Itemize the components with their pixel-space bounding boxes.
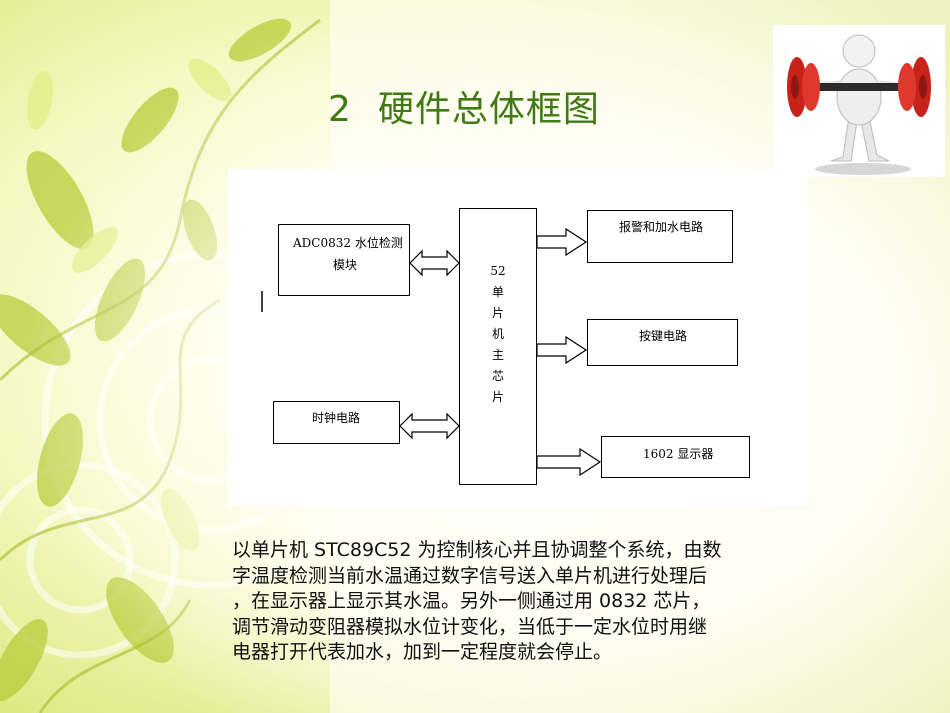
slide-number: 2 bbox=[328, 89, 352, 130]
slide-title: 2 硬件总体框图 bbox=[328, 80, 600, 132]
keys-box: 按键电路 bbox=[587, 319, 738, 366]
alarm-box: 报警和加水电路 bbox=[587, 210, 733, 263]
body-line-5: 电器打开代表加水，加到一定程度就会停止。 bbox=[232, 641, 613, 664]
body-line-3: ，在显示器上显示其水温。另外一侧通过用 0832 芯片， bbox=[232, 590, 711, 613]
body-line-4: 调节滑动变阻器模拟水位计变化，当低于一定水位时用继 bbox=[232, 615, 708, 638]
keys-label: 按键电路 bbox=[639, 329, 688, 343]
adc-module-box: ADC0832 水位检测 模块 bbox=[278, 224, 410, 296]
adc-module-label-line1: ADC0832 水位检测 bbox=[293, 236, 403, 250]
body-line-1: 以单片机 STC89C52 为控制核心并且协调整个系统，由数 bbox=[232, 539, 722, 561]
clock-label: 时钟电路 bbox=[312, 411, 361, 425]
cpu-label: 52 单 片 机 主 芯 片 bbox=[490, 264, 506, 404]
display-label: 1602 显示器 bbox=[643, 447, 714, 461]
clock-box: 时钟电路 bbox=[273, 401, 400, 444]
display-box: 1602 显示器 bbox=[601, 436, 750, 478]
slide-title-text: 硬件总体框图 bbox=[377, 89, 600, 130]
alarm-label: 报警和加水电路 bbox=[619, 220, 704, 234]
body-paragraph: 以单片机 STC89C52 为控制核心并且协调整个系统，由数 字温度检测当前水温… bbox=[232, 538, 842, 666]
body-line-2: 字温度检测当前水温通过数字信号送入单片机进行处理后 bbox=[232, 564, 708, 587]
weightlifter-figure-icon bbox=[773, 25, 945, 177]
cpu-box: 52 单 片 机 主 芯 片 bbox=[459, 208, 537, 485]
adc-module-label-line2: 模块 bbox=[333, 258, 358, 272]
